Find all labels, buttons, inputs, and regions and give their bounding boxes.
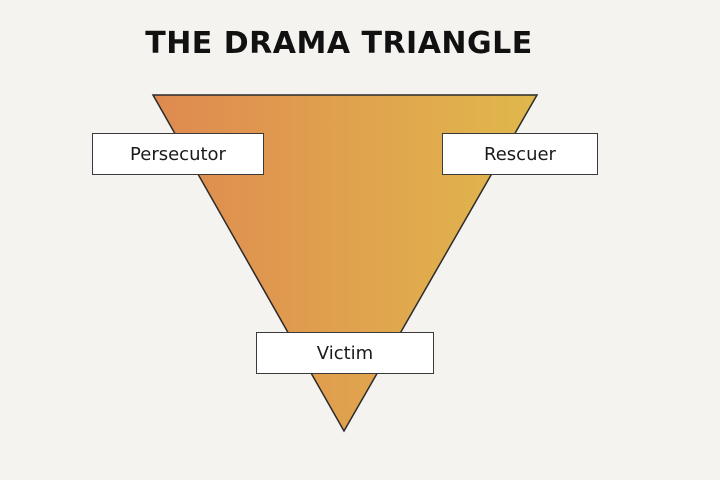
- rescuer-label: Rescuer: [484, 143, 556, 165]
- rescuer-box: Rescuer: [442, 133, 598, 175]
- persecutor-label: Persecutor: [130, 143, 226, 165]
- persecutor-box: Persecutor: [92, 133, 264, 175]
- victim-label: Victim: [316, 342, 374, 364]
- diagram-title: THE DRAMA TRIANGLE: [145, 26, 533, 61]
- victim-box: Victim: [256, 332, 434, 374]
- inverted-triangle: [151, 94, 539, 433]
